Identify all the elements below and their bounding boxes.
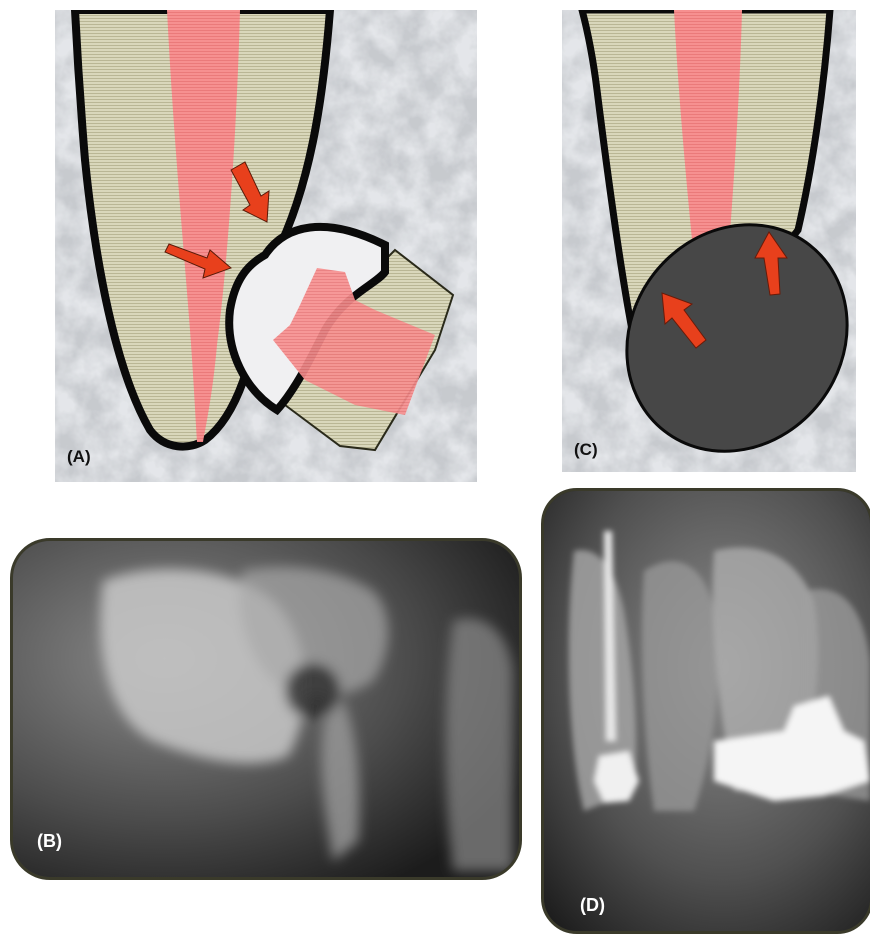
radiograph-d: [544, 491, 870, 931]
radiograph-b: [13, 541, 519, 877]
panel-a-diagram: (A): [55, 10, 477, 482]
periapical-lesion-diagram: [562, 10, 856, 472]
panel-d-label: (D): [580, 895, 605, 916]
panel-c-label: (C): [574, 440, 598, 460]
panel-d-radiograph: (D): [541, 488, 870, 934]
panel-b-radiograph: (B): [10, 538, 522, 880]
panel-c-diagram: (C): [562, 10, 856, 472]
panel-a-label: (A): [67, 447, 91, 467]
periodontal-crown-diagram: [55, 10, 477, 482]
panel-b-label: (B): [37, 831, 62, 852]
